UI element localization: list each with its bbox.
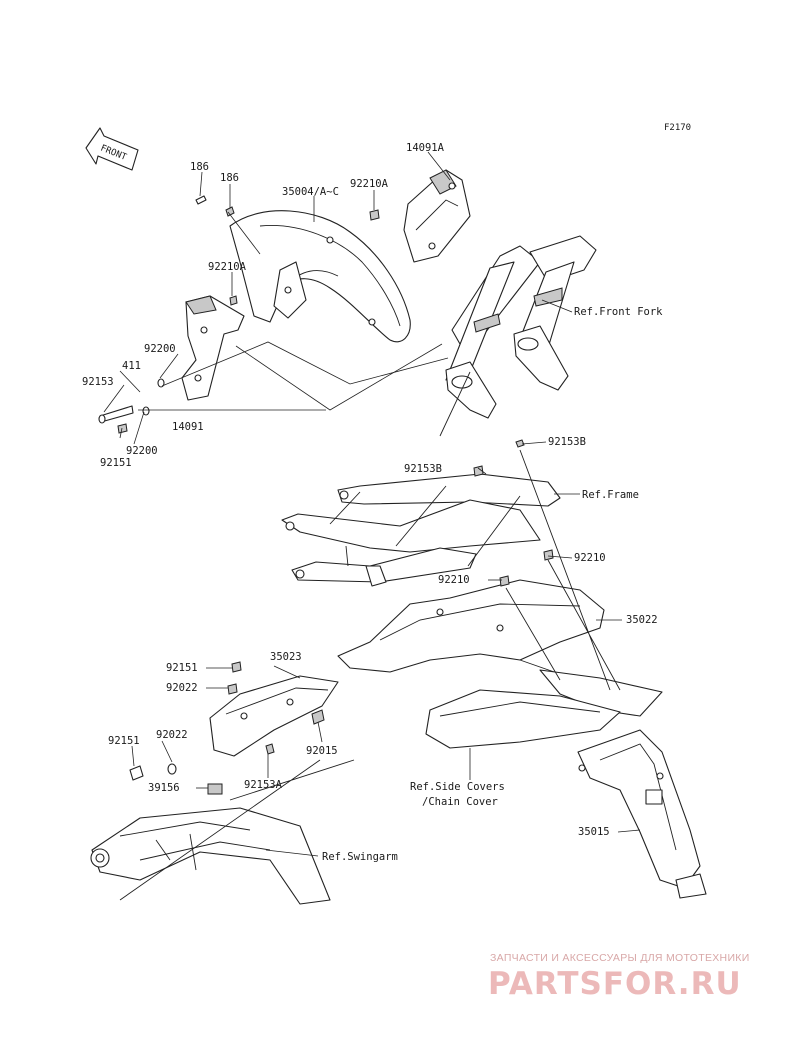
label-35022: 35022 <box>626 614 658 626</box>
label-92153A: 92153A <box>244 779 283 791</box>
label-92022-b: 92022 <box>156 729 188 741</box>
label-186-a: 186 <box>190 161 209 173</box>
label-92200-a: 92200 <box>144 343 176 355</box>
fender-bracket-14091A <box>403 169 471 263</box>
side-cover <box>425 689 621 749</box>
label-411: 411 <box>122 360 141 372</box>
label-92210A-b: 92210A <box>208 261 247 273</box>
label-92151-c: 92151 <box>108 735 140 747</box>
label-92200-b: 92200 <box>126 445 158 457</box>
label-186-b: 186 <box>220 172 239 184</box>
rear-fender-35022 <box>337 449 663 717</box>
label-35015: 35015 <box>578 826 610 838</box>
front-fasteners <box>98 195 380 434</box>
label-14091: 14091 <box>172 421 204 433</box>
label-92153: 92153 <box>82 376 114 388</box>
frame <box>281 439 561 587</box>
watermark: ЗАПЧАСТИ И АКСЕССУАРЫ ДЛЯ МОТОТЕХНИКИ PA… <box>488 952 750 1002</box>
label-39156: 39156 <box>148 782 180 794</box>
chain-guard-35023 <box>129 661 339 795</box>
label-92151-a: 92151 <box>100 457 132 469</box>
ref-chain-cover: /Chain Cover <box>422 796 498 808</box>
license-bracket-35015 <box>577 729 707 899</box>
ref-side-covers: Ref.Side Covers <box>410 781 505 793</box>
label-92015: 92015 <box>306 745 338 757</box>
swingarm <box>90 759 355 905</box>
label-92210-b: 92210 <box>438 574 470 586</box>
front-fender <box>229 210 411 343</box>
label-14091A: 14091A <box>406 142 445 154</box>
label-92210-a: 92210 <box>574 552 606 564</box>
group-lines <box>138 211 449 411</box>
label-92022-a: 92022 <box>166 682 198 694</box>
label-92153B-a: 92153B <box>548 436 586 448</box>
watermark-tagline: ЗАПЧАСТИ И АКСЕССУАРЫ ДЛЯ МОТОТЕХНИКИ <box>490 952 750 964</box>
fender-bracket-14091 <box>181 295 245 401</box>
label-92151-b: 92151 <box>166 662 198 674</box>
label-92210A-a: 92210A <box>350 178 389 190</box>
ref-frame: Ref.Frame <box>582 489 639 501</box>
label-35023: 35023 <box>270 651 302 663</box>
part-labels: 186 186 35004/A~C 92210A 14091A 92210A 9… <box>82 142 658 838</box>
front-fork <box>439 235 597 437</box>
diagram-code: F2170 <box>664 123 691 133</box>
label-35004: 35004/A~C <box>282 186 339 198</box>
label-92153B-b: 92153B <box>404 463 442 475</box>
ref-front-fork: Ref.Front Fork <box>574 306 663 318</box>
reference-labels: Ref.Front Fork Ref.Frame Ref.Side Covers… <box>322 306 663 863</box>
watermark-brand: PARTSFOR.RU <box>488 966 742 1002</box>
leader-lines <box>103 151 641 857</box>
front-arrow-icon: FRONT <box>85 127 139 171</box>
ref-swingarm: Ref.Swingarm <box>322 851 398 863</box>
